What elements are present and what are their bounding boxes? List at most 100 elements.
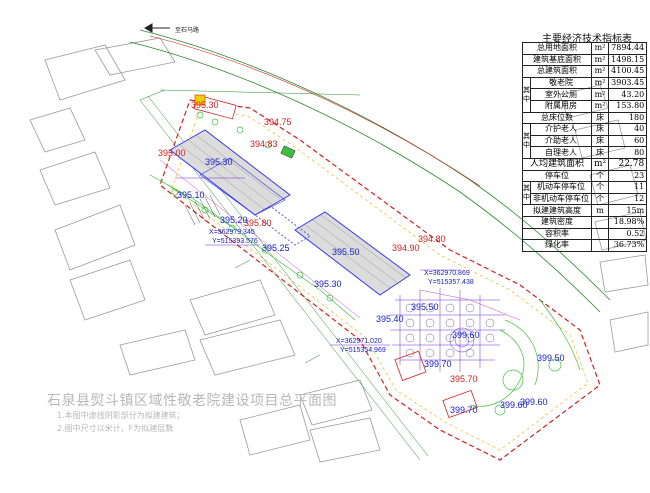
inner-boundary	[171, 109, 589, 451]
row-unit: m²	[590, 88, 610, 101]
row-unit: 个	[590, 192, 610, 206]
garden-paths	[469, 299, 581, 416]
row-value: 36.73%	[608, 239, 648, 252]
group-label: 其中	[522, 123, 531, 159]
row-value: 7894.44	[608, 42, 648, 55]
row-unit: m²	[590, 76, 610, 90]
parking-hatch	[184, 194, 221, 226]
row-value: 43.20	[608, 88, 648, 101]
building-b	[294, 211, 411, 296]
row-unit: m²	[590, 53, 610, 67]
elevation-mark: 394.80	[418, 234, 446, 244]
row-value: 40	[608, 123, 648, 136]
elevation-mark: 399.50	[537, 353, 565, 363]
row-value: 60	[608, 134, 648, 148]
table-row: 建筑密度 18.98%	[522, 215, 648, 229]
row-value: 18.98%	[608, 215, 648, 229]
table-row: 总床位数 床 180	[522, 111, 648, 125]
row-unit: 床	[590, 123, 610, 136]
row-unit: 床	[590, 134, 610, 148]
elevation-mark: 399.60	[452, 330, 480, 340]
table-row: 其中 介护老人 床 40	[522, 123, 648, 159]
row-label: 总床位数	[522, 111, 592, 125]
row-unit	[590, 239, 610, 252]
elevation-mark: 394.75	[264, 117, 292, 127]
utility-lines	[159, 159, 521, 321]
elevation-mark: 395.20	[220, 215, 248, 225]
table-row: 建筑基底面积 m² 1498.15	[522, 53, 648, 67]
row-label: 介助老人	[530, 134, 592, 148]
row-value: 153.80	[608, 99, 648, 113]
row-value: 12	[608, 192, 648, 206]
table-row: 其中 敬老院 m² 3903.45	[522, 76, 648, 113]
note-line: 1.本图中虚线阴影部分为拟建建筑；	[57, 411, 185, 420]
row-unit: m²	[590, 65, 610, 78]
elevation-mark: 399.60	[520, 397, 548, 407]
elevation-mark: 395.30	[314, 279, 342, 289]
row-unit	[590, 215, 610, 229]
row-value: 0.52	[608, 227, 648, 241]
elevation-mark: 395.50	[332, 247, 360, 257]
row-label: 介护老人	[530, 123, 592, 136]
row-label: 室外公厕	[530, 88, 592, 101]
table-row: 总用地面积 m² 7894.44	[522, 42, 648, 55]
row-label: 非机动车停车位	[530, 192, 592, 206]
row-label: 附属用房	[530, 99, 592, 113]
row-unit: m²	[590, 157, 610, 171]
elevation-mark: 395.25	[262, 243, 290, 253]
row-label: 绿化率	[522, 239, 592, 252]
note-line: 2.图中尺寸以米计，F为拟建层数	[57, 424, 174, 433]
row-label: 停车位	[522, 169, 592, 183]
elevation-mark: 399.70	[424, 359, 452, 369]
aux-structures	[394, 350, 478, 419]
row-label: 人均建筑面积	[522, 157, 592, 171]
table-row: 容积率 0.52	[522, 227, 648, 241]
table-row: 总建筑面积 m² 4100.45	[522, 65, 648, 78]
table-row: 停车位 个 23	[522, 169, 648, 183]
row-label: 敬老院	[530, 76, 592, 90]
table-row: 绿化率 36.73%	[522, 239, 648, 252]
leader-lines	[175, 177, 460, 346]
elevation-mark: 395.00	[158, 148, 186, 158]
elevation-mark: 399.70	[450, 405, 478, 415]
group-label: 其中	[522, 181, 531, 206]
coordinate-label: X=362979.345	[209, 229, 255, 236]
row-label: 拟建建筑高度	[522, 204, 592, 217]
table-title: 主要经济技术指标表	[542, 34, 632, 45]
small-buildings	[193, 94, 296, 159]
building-a	[169, 129, 291, 216]
row-value: 11	[608, 181, 648, 194]
road-edge	[149, 35, 481, 187]
coordinate-label: Y=515357.438	[428, 279, 474, 286]
elevation-mark: 395.40	[376, 314, 404, 324]
road-label: 至石马路	[175, 27, 200, 34]
row-value: 1498.15	[608, 53, 648, 67]
row-unit	[590, 227, 610, 241]
row-unit: 床	[590, 111, 610, 125]
row-unit: 个	[590, 181, 610, 194]
row-value: 22.78	[608, 157, 648, 171]
row-value: 4100.45	[608, 65, 648, 78]
elevation-mark: 395.30	[205, 157, 233, 167]
row-label: 建筑密度	[522, 215, 592, 229]
elevation-mark: 394.83	[250, 139, 278, 149]
table-row: 介助老人 床 60	[523, 134, 648, 148]
economic-indicators-table: 总用地面积 m² 7894.44 建筑基底面积 m² 1498.15 总建筑面积…	[522, 42, 648, 252]
row-unit: 个	[590, 169, 610, 183]
group-label: 其中	[522, 76, 531, 113]
table-row: 其中 机动车停车位 个 11	[522, 181, 648, 206]
row-unit: m²	[590, 42, 610, 55]
row-label: 机动车停车位	[530, 181, 592, 194]
row-value: 80	[608, 146, 648, 159]
row-value: 3903.45	[608, 76, 648, 90]
plaza-grid	[390, 288, 505, 372]
coordinate-label: Y=515354.969	[340, 347, 386, 354]
elevation-mark: 395.50	[411, 302, 439, 312]
row-label: 总建筑面积	[522, 65, 592, 78]
elevation-mark: 395.10	[177, 190, 205, 200]
table-row: 拟建建筑高度 m 15m	[522, 204, 648, 217]
plan-title: 石泉县熨斗镇区域性敬老院建设项目总平面图	[47, 393, 337, 409]
row-label: 容积率	[522, 227, 592, 241]
table-row: 自理老人 床 80	[523, 146, 648, 159]
plaza	[390, 288, 505, 372]
